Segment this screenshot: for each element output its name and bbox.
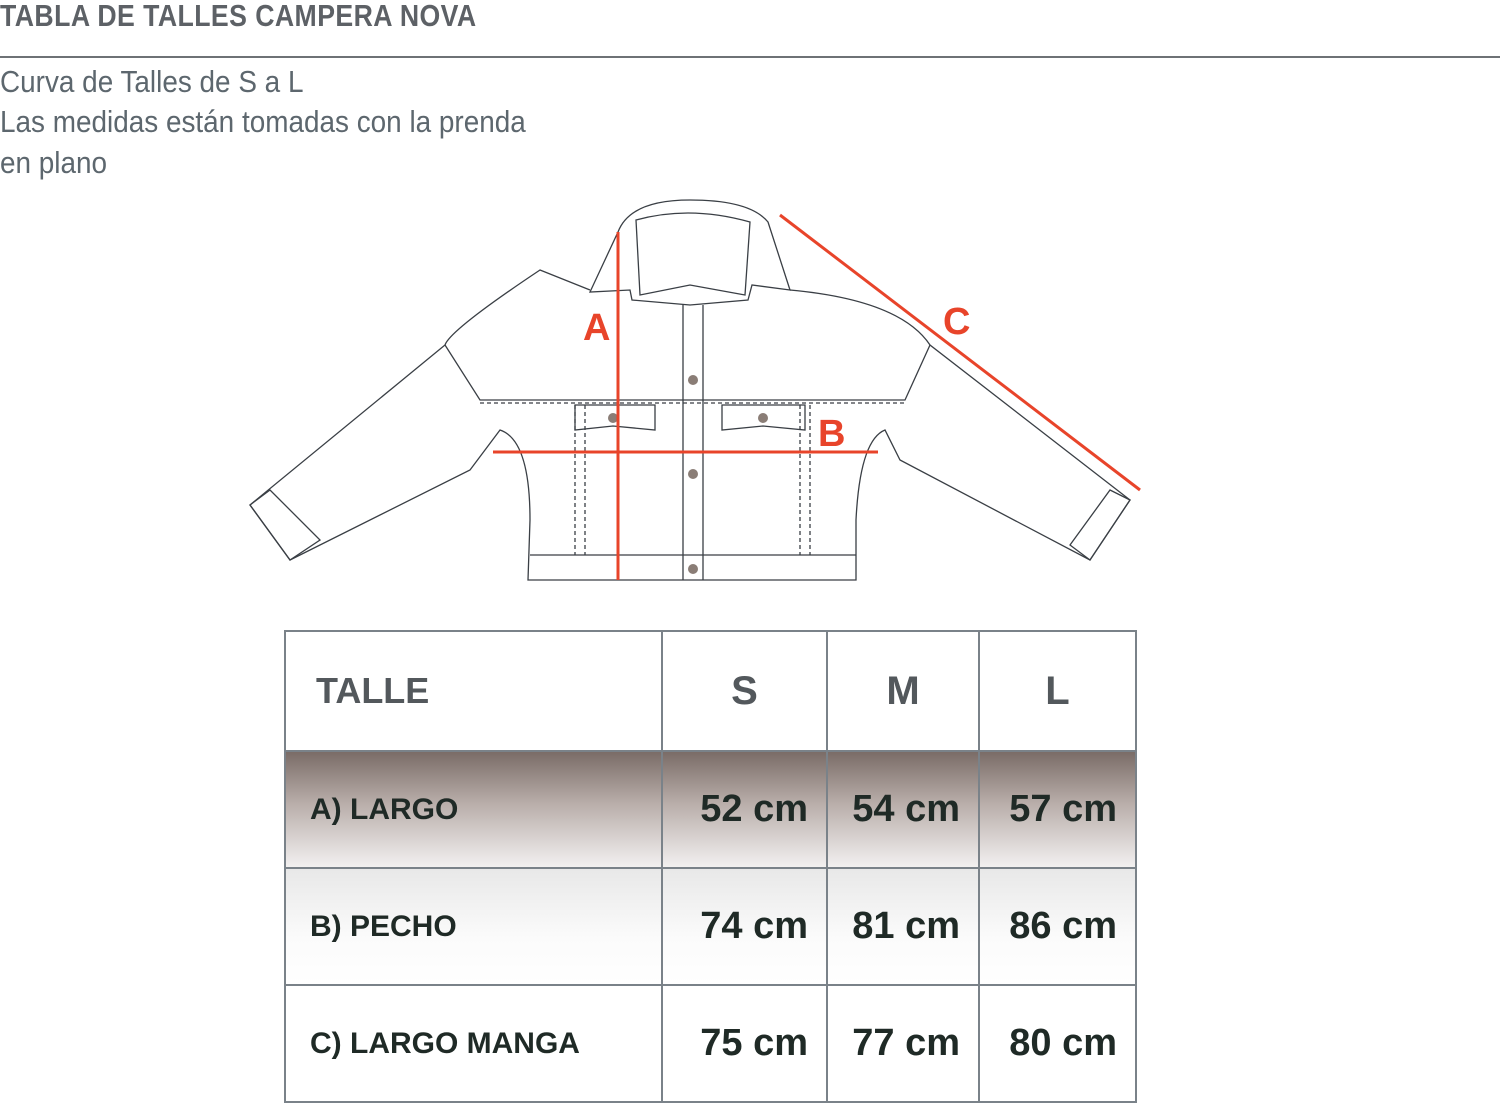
size-table: TALLE S M L A) LARGO 52 cm 54 cm 57 cm B… [284,630,1137,1103]
measure-label-b: B [818,413,845,455]
subtitle-line: en plano [0,145,108,180]
cell-value: 54 cm [826,750,980,869]
table-header-row: TALLE S M L [284,630,1137,752]
cell-value: 57 cm [978,750,1137,869]
jacket-buttons [608,375,768,574]
title-divider [0,56,1500,58]
cell-value: 75 cm [661,984,828,1103]
measure-line-c [779,213,1141,492]
measure-label-c: C [943,301,970,343]
cell-value: 74 cm [661,867,828,986]
subtitle-line: Curva de Talles de S a L [0,64,304,99]
measure-lines [493,213,1141,580]
table-row: C) LARGO MANGA 75 cm 77 cm 80 cm [284,984,1137,1103]
page-title: TABLA DE TALLES CAMPERA NOVA [0,0,477,33]
row-label: C) LARGO MANGA [284,984,663,1103]
header-cell-size: M [826,630,980,752]
cell-value: 52 cm [661,750,828,869]
table-row: A) LARGO 52 cm 54 cm 57 cm [284,750,1137,869]
subtitle-line: Las medidas están tomadas con la prenda [0,104,526,139]
row-label: B) PECHO [284,867,663,986]
cell-value: 86 cm [978,867,1137,986]
header-cell-talle: TALLE [284,630,663,752]
measure-label-a: A [583,307,610,349]
jacket-outline [249,199,1131,581]
table-row: B) PECHO 74 cm 81 cm 86 cm [284,867,1137,986]
cell-value: 81 cm [826,867,980,986]
jacket-diagram: A B C [249,199,1141,581]
cell-value: 77 cm [826,984,980,1103]
cell-value: 80 cm [978,984,1137,1103]
row-label: A) LARGO [284,750,663,869]
header-cell-size: S [661,630,828,752]
header-cell-size: L [978,630,1137,752]
